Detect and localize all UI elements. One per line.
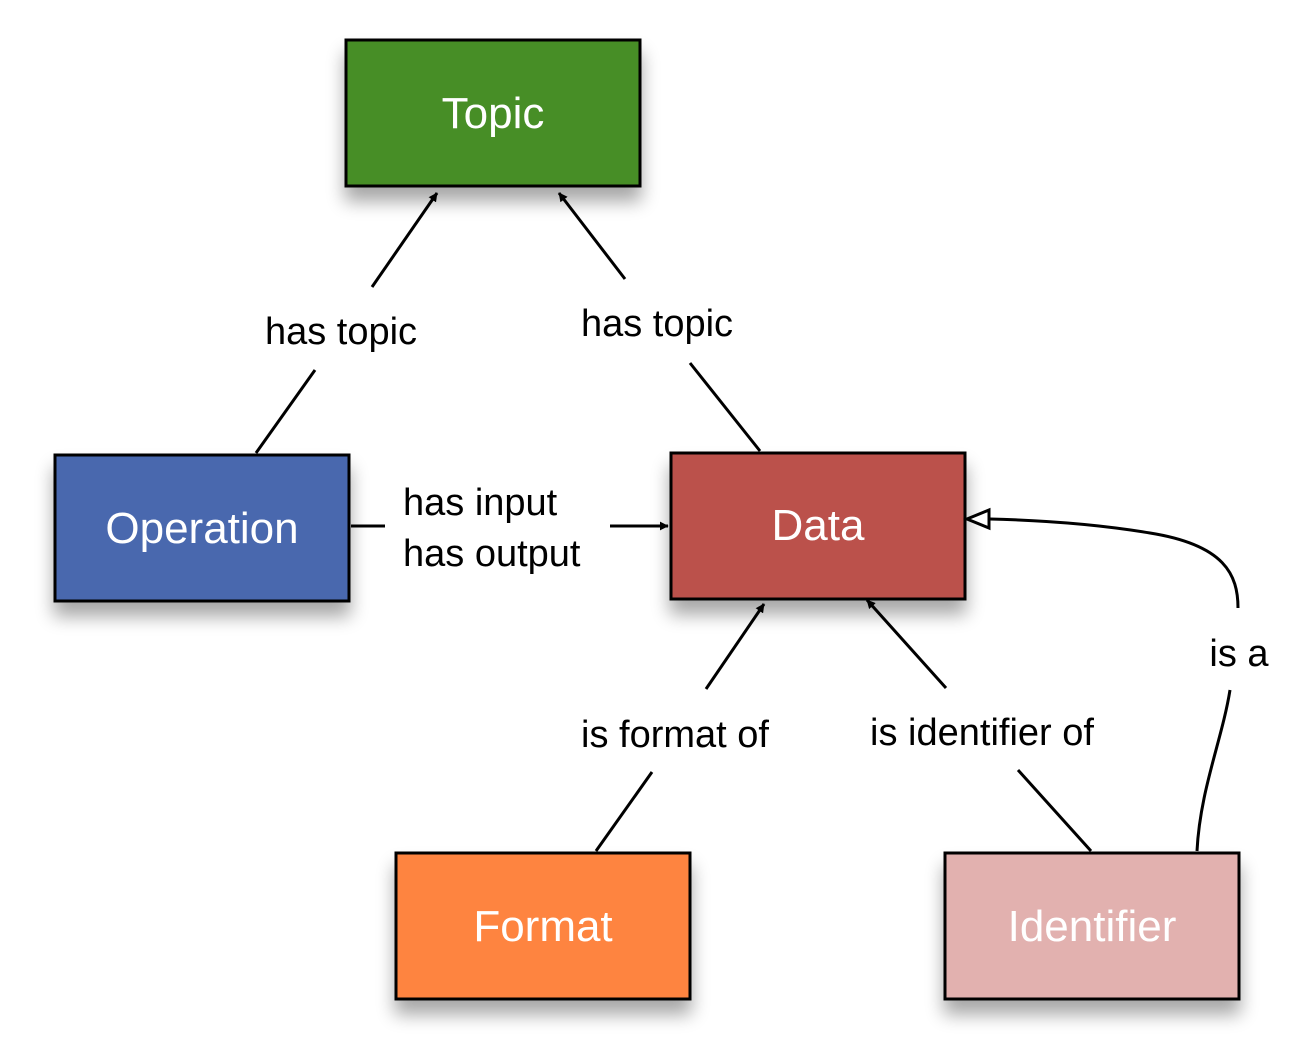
edge-line [254,369,317,454]
edge-arrow [370,192,439,288]
operation-label: Operation [105,504,298,553]
edge-arrow [704,603,766,690]
node-data: Data [669,451,967,601]
edge-label-has-topic-right: has topic [581,303,733,345]
edge-arrow [557,192,627,280]
operation-box [53,453,351,603]
edge-operation-has-topic: has topic [254,192,439,454]
node-format: Format [394,851,692,1001]
edge-line [594,771,654,852]
identifier-box [943,851,1241,1001]
data-box [669,451,967,601]
edge-label-is-format-of: is format of [581,714,769,756]
identifier-label: Identifier [1008,902,1177,951]
edge-label-is-identifier-of: is identifier of [870,712,1094,754]
edge-line [688,362,762,452]
node-topic: Topic [344,38,642,188]
format-label: Format [473,902,612,951]
edge-operation-has-input-output: has input has output [351,482,669,575]
node-operation: Operation [53,453,351,603]
edge-curve-lower [1195,689,1232,852]
edge-curve-upper [989,517,1240,609]
edge-identifier-is-identifier-of: is identifier of [865,598,1094,853]
hollow-arrowhead [963,507,991,531]
edge-label-has-output: has output [403,533,581,575]
node-identifier: Identifier [943,851,1241,1001]
edge-line [1016,768,1093,853]
topic-label: Topic [442,89,545,138]
edge-data-has-topic: has topic [557,192,762,452]
edge-label-has-topic-left: has topic [265,311,417,353]
topic-box [344,38,642,188]
edge-format-is-format-of: is format of [581,603,769,852]
edge-arrow [865,598,948,690]
data-label: Data [772,501,865,550]
edge-identifier-is-a: is a [963,507,1269,852]
edge-label-has-input: has input [403,482,558,524]
edge-label-is-a: is a [1209,633,1269,675]
format-box [394,851,692,1001]
